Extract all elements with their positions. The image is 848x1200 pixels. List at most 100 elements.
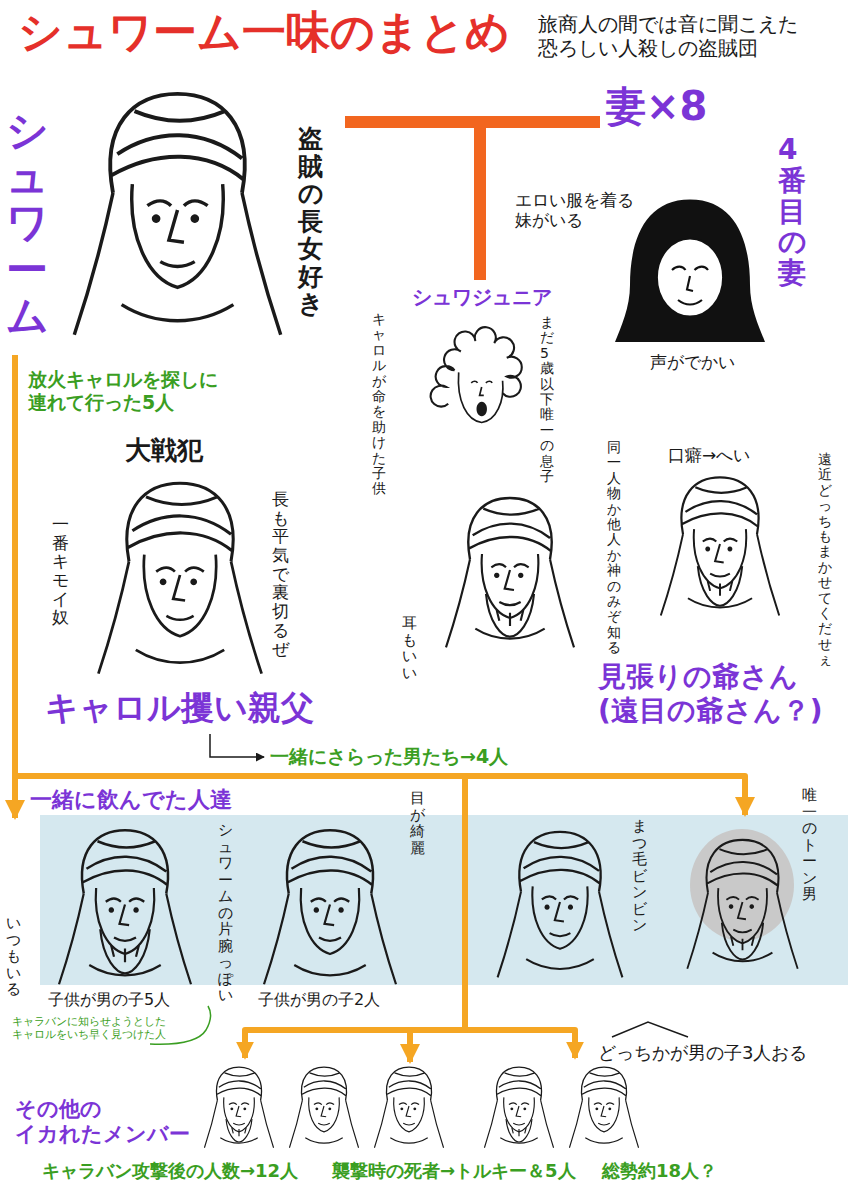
pointer-arrow — [210, 734, 264, 757]
character-note: 目が綺麗 — [410, 790, 425, 856]
text-slot: まつ毛ビンビン — [632, 818, 647, 934]
character-note: 大戦犯 — [125, 435, 203, 466]
character-note: まつ毛ビンビン — [632, 818, 647, 934]
character-name: 4番目の妻 — [778, 135, 806, 289]
minor-member-portrait — [204, 1067, 273, 1148]
group-heading: その他の イカれたメンバー — [15, 1097, 195, 1147]
watchman-beard — [698, 566, 742, 605]
character-note: エロい服を着る 妹がいる — [515, 190, 650, 231]
character-note: 長も平気で 裏切るぜ — [272, 490, 289, 658]
text-slot: 長も平気で 裏切るぜ — [272, 490, 289, 658]
minor-member-beard — [226, 1119, 252, 1142]
member-beard — [100, 929, 150, 973]
member-portrait — [498, 832, 623, 978]
member-beard — [722, 923, 763, 960]
text-slot: キャロル攫い親父 — [45, 688, 314, 728]
member-node: まつ毛ビンビン — [490, 815, 660, 985]
text-slot: 子供が男の子2人 — [258, 990, 380, 1009]
character-note: 一番キモイ奴 — [52, 515, 69, 627]
pointer-hook — [150, 1006, 211, 1044]
member-node: 目が綺麗子供が男の子2人 — [252, 815, 432, 1015]
branch-arrow — [245, 1030, 410, 1058]
note-label: 一緒にさらった男たち→4人 — [270, 745, 508, 768]
character-note: 盗賊の長 女好き — [298, 125, 323, 318]
character-node: 口癖→へい 同一人物か他人 か神のみぞ知る 遠近どっちも まかせてくだせぇ耳もいい見… — [395, 440, 847, 731]
member-portrait — [687, 840, 797, 969]
watchman-portrait — [661, 477, 779, 615]
title-text: シュワーム一味のまとめ — [18, 6, 510, 59]
character-note: 子供が男の子5人 — [48, 990, 170, 1009]
character-note: 子供が男の子2人 — [258, 990, 380, 1009]
kidnapper-portrait — [98, 483, 261, 673]
text-slot: 4番目の妻 — [778, 135, 806, 289]
child-portrait — [431, 327, 522, 422]
note-label: 旅商人の間では音に聞こえた 恐ろしい人殺しの盗賊団 — [538, 12, 844, 60]
character-note: キャロルが命を 助けた子供 — [372, 312, 386, 497]
note-label: キャラバン攻撃後の人数→12人 — [42, 1160, 298, 1182]
character-name: 妻×8 — [606, 82, 707, 130]
text-slot: 見張りの爺さん (遠目の爺さん？) — [598, 660, 843, 727]
relation-line — [15, 355, 745, 815]
character-node: 妻×8 — [600, 80, 750, 135]
text-slot: 遠近どっちも まかせてくだせぇ — [818, 452, 832, 667]
text-slot: 唯一の トーン男 — [802, 787, 817, 903]
text-slot: キャロルが命を 助けた子供 — [372, 312, 386, 497]
text-slot: どっちかが男の子3人おる — [598, 1042, 807, 1064]
member-portrait — [264, 830, 396, 984]
note-label: どっちかが男の子3人おる — [598, 1042, 807, 1064]
character-note: 声がでかい — [650, 352, 735, 372]
character-note: いつもいる — [6, 915, 21, 998]
minor-member-beard — [506, 1119, 532, 1142]
text-slot: 旅商人の間では音に聞こえた 恐ろしい人殺しの盗賊団 — [538, 12, 844, 60]
text-slot: エロい服を着る 妹がいる — [515, 190, 650, 231]
character-note: 耳もいい — [402, 615, 417, 681]
text-slot: キャラバンに知らせようとした キャロルをいち早く見つけた人 — [12, 1015, 177, 1040]
text-slot: その他の イカれたメンバー — [15, 1097, 195, 1147]
text-slot: 声がでかい — [650, 352, 735, 372]
minor-member-portrait — [289, 1067, 358, 1148]
watchman-portrait — [446, 498, 574, 647]
text-slot: いつもいる — [6, 915, 21, 998]
text-slot: シュワジュニア — [412, 285, 552, 309]
edge-label: 放火キャロルを探しに 連れて行った5人 — [28, 368, 268, 414]
character-name: シュワーム — [6, 108, 48, 339]
relation-line — [480, 122, 600, 280]
bracket — [612, 1022, 688, 1037]
relation-line — [345, 122, 480, 280]
note-label: 襲撃時の死者→トルキー＆5人 — [332, 1160, 576, 1182]
text-slot: 一緒にさらった男たち→4人 — [270, 745, 508, 768]
character-name: シュワジュニア — [412, 285, 552, 309]
leader-portrait — [74, 94, 280, 335]
text-slot: 耳もいい — [402, 615, 417, 681]
character-note: 同一人物か他人 か神のみぞ知る — [607, 440, 621, 655]
text-slot: キャラバン攻撃後の人数→12人 — [42, 1160, 298, 1182]
text-slot: 大戦犯 — [125, 435, 203, 466]
text-slot: まだ5歳以下 唯一の息子 — [540, 315, 554, 484]
wife-portrait — [615, 200, 765, 343]
character-note: 唯一の トーン男 — [802, 787, 817, 903]
character-node: 大戦犯一番キモイ奴 長も平気で 裏切るぜキャロル攫い親父 — [40, 430, 340, 735]
text-slot: 妻×8 — [606, 82, 707, 130]
character-name: 見張りの爺さん (遠目の爺さん？) — [598, 660, 843, 727]
text-slot: 一緒に飲んでた人達 — [30, 787, 232, 813]
text-slot: 放火キャロルを探しに 連れて行った5人 — [28, 368, 268, 414]
character-node: シュワジュニアキャロルが命を 助けた子供 まだ5歳以下 唯一の息子 — [365, 280, 565, 501]
character-note: 遠近どっちも まかせてくだせぇ — [818, 452, 832, 667]
note-label: キャラバンに知らせようとした キャロルをいち早く見つけた人 — [12, 1015, 177, 1040]
text-slot: 同一人物か他人 か神のみぞ知る — [607, 440, 621, 655]
minor-member-portrait — [484, 1067, 553, 1148]
note-label: 総勢約18人？ — [602, 1160, 717, 1182]
minor-member-portrait — [569, 1067, 638, 1148]
character-note: 口癖→へい — [668, 445, 750, 465]
text-slot: シュワーム — [6, 108, 48, 339]
text-slot: 総勢約18人？ — [602, 1160, 717, 1182]
character-node: シュワーム 盗賊の長 女好き — [0, 70, 345, 355]
text-slot: 子供が男の子5人 — [48, 990, 170, 1009]
text-slot: 一番キモイ奴 — [52, 515, 69, 627]
character-note: シュワームの 片腕っぽい — [218, 822, 233, 1004]
text-slot: 口癖→へい — [668, 445, 750, 465]
relation-line — [15, 355, 465, 1062]
group-heading: 一緒に飲んでた人達 — [30, 787, 232, 813]
watchman-beard — [486, 594, 534, 637]
